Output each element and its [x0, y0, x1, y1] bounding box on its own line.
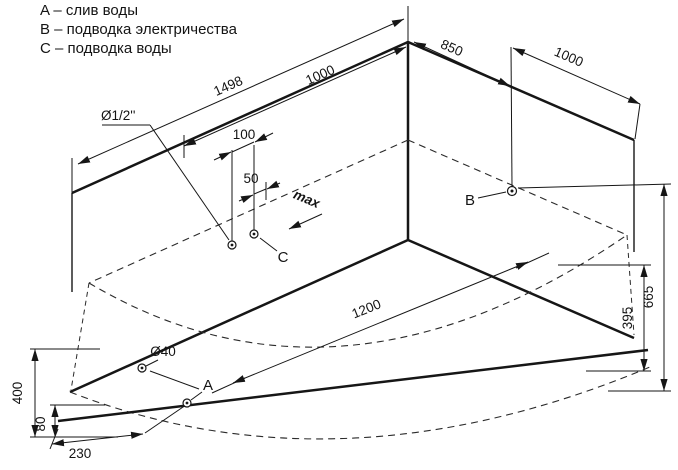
legend-item-c: C – подводка воды [40, 40, 172, 57]
dim-line-100 [231, 141, 255, 153]
tub-rim-right-edge [407, 139, 628, 236]
dim-arrow-50-left [238, 194, 254, 204]
dim-ext-1000-right [634, 103, 641, 140]
point-b-label: B [465, 192, 475, 209]
dim-1000-right: 1000 [552, 44, 586, 70]
dim-line-50 [253, 188, 267, 195]
dim-line-1000-left [183, 46, 407, 147]
bathtub-outline [57, 139, 651, 440]
max-label: max [291, 187, 322, 212]
max-arrow [288, 213, 323, 230]
o40-leader [145, 359, 159, 367]
legend-item-b: B – подводка электричества [40, 21, 238, 38]
tub-rim-left-edge [88, 139, 409, 284]
dim-line-850 [413, 41, 511, 87]
dim-230: 230 [69, 446, 92, 461]
point-c-label: C [278, 249, 289, 266]
drain-point-upper-dot [140, 366, 144, 370]
electric-point-dot [510, 189, 514, 193]
thread-leader-line [149, 124, 230, 241]
dim-ext-665-top [517, 183, 672, 189]
dim-arrow-50-right [266, 180, 281, 190]
point-a-label: A [203, 377, 213, 394]
dim-ext-1200-left [211, 377, 246, 394]
dim-arrow-100-right [254, 132, 274, 143]
point-b-leader [477, 191, 507, 199]
tub-right-end-edge [626, 234, 635, 336]
tub-rim-front-arc [88, 234, 628, 348]
dim-100: 100 [233, 127, 256, 142]
dim-1000-left: 1000 [303, 62, 337, 88]
dim-line-1200 [232, 261, 529, 384]
point-c-leader [259, 237, 278, 252]
tub-left-end-edge [70, 282, 90, 391]
dim-thread: Ø1/2'' [101, 108, 135, 123]
legend-item-a: A – слив воды [40, 2, 138, 19]
drain-point-lower-dot [185, 401, 189, 405]
legend: A – слив воды B – подводка электричества… [40, 2, 238, 57]
water-supply-point-1-dot [230, 243, 234, 247]
water-supply-dimensions: Ø1/2'' 100 50 max C [101, 108, 323, 266]
dim-arrow-100-left [213, 151, 232, 161]
dim-80: 80 [33, 416, 48, 431]
tub-floor-front-arc [69, 366, 651, 440]
tub-apron-front-edge [57, 348, 649, 423]
dim-line-1000-right [512, 47, 641, 105]
point-a-leader-1 [149, 370, 200, 390]
right-wall-top-edge [407, 40, 635, 142]
front-edge-dimension: 1200 [211, 252, 550, 394]
dim-665: 665 [641, 286, 656, 309]
dim-ext-230 [144, 404, 187, 434]
dim-400: 400 [10, 382, 25, 405]
water-supply-point-2-dot [252, 232, 256, 236]
dim-395: 395 [620, 307, 635, 330]
dim-1498: 1498 [211, 73, 245, 99]
dim-1200: 1200 [350, 296, 383, 321]
right-floor-edge [407, 238, 635, 340]
dim-o40: Ø40 [150, 344, 176, 359]
dim-ext-1200-right [515, 252, 550, 269]
electric-point-group: B [465, 185, 518, 209]
point-b-extension-line [510, 46, 513, 188]
dim-50: 50 [243, 171, 258, 186]
point-a-leader-2 [190, 391, 203, 401]
dim-ext-230-left [49, 428, 59, 450]
right-height-dimensions: 395 665 [517, 183, 672, 392]
drain-dimensions: 400 80 230 Ø40 A [10, 344, 213, 461]
dim-line-230 [51, 431, 144, 447]
